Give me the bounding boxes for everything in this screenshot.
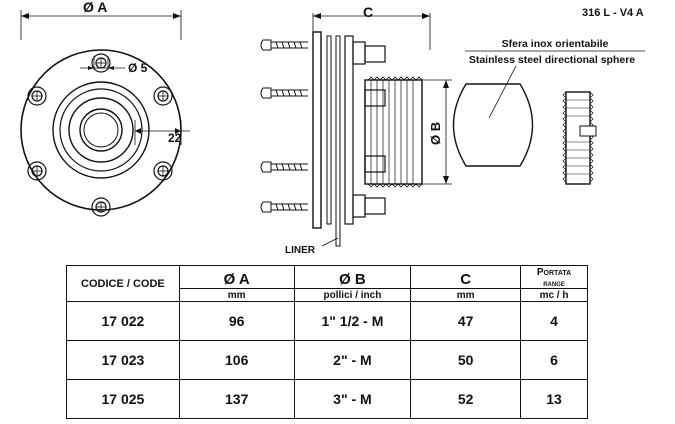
threaded-ring (562, 91, 597, 185)
cell-c: 47 (410, 301, 522, 341)
cell-range: 4 (520, 301, 588, 341)
table-row: 17 025 137 3" - M 52 13 (66, 379, 588, 419)
technical-drawing: Ø A Ø 5 22 C Ø B 316 L - V4 A Sfera inox… (20, 0, 645, 256)
sphere-label-en: Stainless steel directional sphere (469, 54, 635, 66)
cell-a: 96 (178, 301, 295, 341)
table-row: 17 023 106 2" - M 50 6 (66, 340, 588, 380)
dim-a-label: Ø A (83, 0, 107, 15)
liner-label: LINER (285, 245, 316, 256)
screw-top (260, 39, 308, 51)
front-view (20, 10, 190, 217)
spec-table: CODICE / CODE Ø A Ø B C Portata range mm… (66, 265, 588, 419)
cell-a: 137 (178, 379, 295, 419)
unit-c: mm (410, 288, 522, 302)
dim-b-label: Ø B (428, 122, 443, 145)
header-c: C (410, 265, 522, 289)
cell-code: 17 025 (66, 379, 180, 419)
header-range: Portata range (520, 265, 588, 289)
header-a: Ø A (178, 265, 295, 289)
cell-b: 3" - M (293, 379, 412, 419)
table-row: 17 022 96 1" 1/2 - M 47 4 (66, 301, 588, 341)
unit-b: pollici / inch (293, 288, 412, 302)
cell-c: 50 (410, 340, 522, 380)
header-code: CODICE / CODE (66, 265, 180, 302)
material-label: 316 L - V4 A (582, 7, 644, 19)
cell-b: 1" 1/2 - M (293, 301, 412, 341)
cell-range: 6 (520, 340, 588, 380)
unit-a: mm (178, 288, 295, 302)
screw-bottom (260, 201, 308, 213)
cell-a: 106 (178, 340, 295, 380)
screw-low (260, 161, 308, 173)
dim-c-label: C (363, 4, 373, 20)
cell-b: 2" - M (293, 340, 412, 380)
side-view (260, 13, 452, 247)
header-range-line1: Portata (536, 267, 572, 278)
cell-code: 17 023 (66, 340, 180, 380)
sphere-label-it: Sfera inox orientabile (502, 38, 609, 50)
header-b: Ø B (293, 265, 412, 289)
sphere-view (452, 50, 645, 167)
cell-range: 13 (520, 379, 588, 419)
screw-mid (260, 87, 308, 99)
cell-code: 17 022 (66, 301, 180, 341)
dim-5-label: Ø 5 (128, 61, 148, 75)
dim-22-label: 22 (168, 131, 182, 145)
cell-c: 52 (410, 379, 522, 419)
header-row: CODICE / CODE Ø A Ø B C Portata range (66, 265, 588, 302)
unit-range: mc / h (520, 288, 588, 302)
header-range-line2: range (543, 278, 565, 288)
